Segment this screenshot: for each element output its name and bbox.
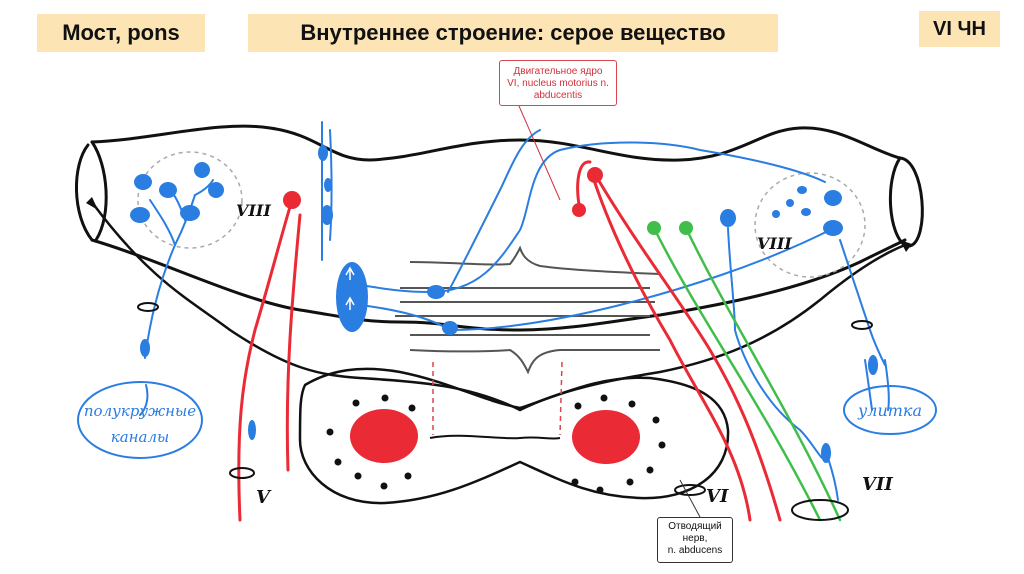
roman-labels: VIII VIII V VI VII (236, 201, 893, 508)
label-semicircular-2: каналы (111, 428, 170, 446)
pyramidal-nuclei (350, 409, 640, 464)
vestibular-areas (137, 151, 866, 278)
blue-oval-nucleus (336, 262, 368, 332)
center-blue-cells (140, 145, 878, 463)
callout-abducens-nerve: Отводящий нерв, n. abducens (657, 517, 733, 563)
callout-motor-line-1: Двигательное ядро (513, 66, 603, 77)
red-dashed-lines (432, 361, 563, 436)
green-fibers (652, 226, 842, 522)
blue-fibers (139, 121, 890, 501)
label-vii: VII (862, 474, 893, 495)
callout-motor-line-2: VI, nucleus motorius n. (507, 78, 609, 89)
ventral-outline (92, 203, 907, 505)
label-vi: VI (706, 486, 729, 507)
red-nuclei-small (283, 167, 603, 217)
label-cochlea: улитка (857, 401, 922, 420)
title-pons: Мост, pons (37, 14, 205, 52)
nuclei-dots (326, 394, 666, 494)
callout-leader-black (679, 479, 701, 518)
central-fibers (395, 245, 661, 375)
callout-motor-nucleus: Двигательное ядро VI, nucleus motorius n… (499, 60, 617, 106)
callout-motor-line-3: abducentis (533, 90, 583, 101)
callout-leader-red (518, 105, 561, 201)
cochlea-label: улитка (843, 385, 937, 435)
title-internal-structure: Внутреннее строение: серое вещество (248, 14, 778, 52)
vestibular-nuclei-right (720, 186, 843, 236)
pons-outline (74, 124, 924, 332)
label-viii-left: VIII (236, 201, 271, 220)
label-semicircular-1: полукружные (84, 402, 196, 420)
commissural-line (429, 434, 561, 440)
label-v: V (256, 487, 272, 508)
callout-nerve-line-2: нерв, (682, 533, 708, 544)
title-cranial-nerve: VI ЧН (919, 11, 1000, 47)
nerve-rings (137, 302, 873, 521)
label-viii-right: VIII (757, 234, 792, 253)
callout-nerve-line-1: Отводящий (668, 521, 722, 532)
semicircular-canals-label: полукружные каналы (77, 381, 203, 459)
vestibular-nuclei-left (130, 162, 224, 223)
red-fibers (237, 160, 782, 522)
green-nuclei (647, 221, 693, 235)
callout-nerve-line-3: n. abducens (667, 545, 723, 556)
outline-arrows (86, 197, 912, 252)
